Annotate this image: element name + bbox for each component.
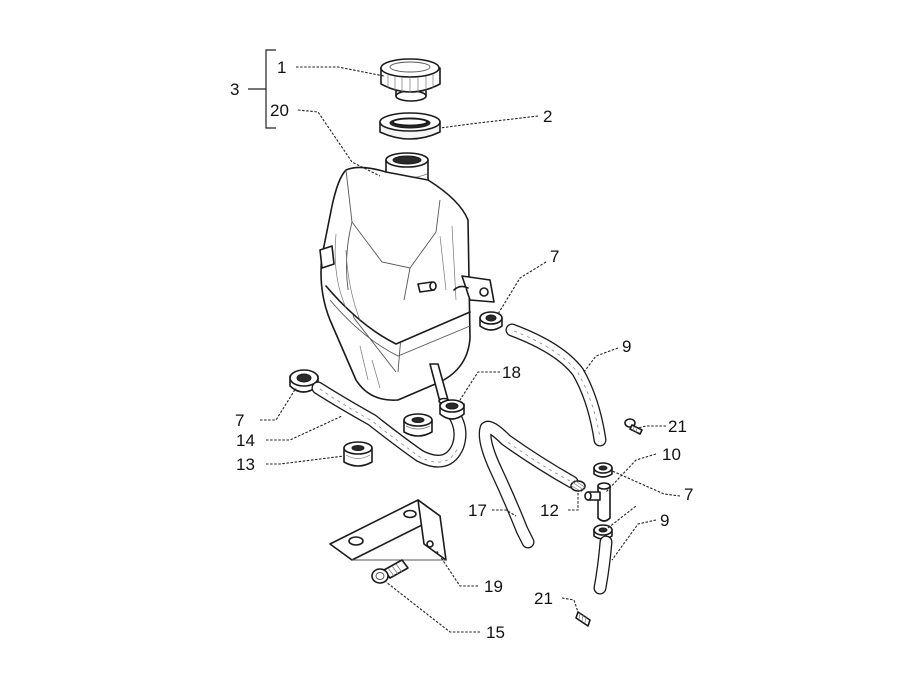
callout-19: 19 — [484, 577, 503, 596]
callout-10: 10 — [662, 445, 681, 464]
callout-12: 12 — [540, 501, 559, 520]
hose-right-upper — [505, 323, 607, 447]
leader-lines — [260, 66, 681, 633]
screw-21-upper — [624, 418, 643, 435]
t-connector — [584, 482, 611, 522]
bolt — [371, 559, 409, 584]
grommet-left — [289, 369, 319, 393]
sealing-ring — [379, 112, 441, 140]
callout-13: 13 — [236, 455, 255, 474]
callout-9-upper: 9 — [622, 337, 631, 356]
callout-9-lower: 9 — [660, 511, 669, 530]
callout-15: 15 — [486, 623, 505, 642]
assembly-bracket — [248, 49, 276, 129]
callout-labels: 1 2 3 20 7 9 18 7 21 14 13 10 7 12 17 9 … — [230, 58, 693, 642]
callout-14: 14 — [236, 431, 255, 450]
grommet-right-upper — [593, 462, 613, 478]
screw-21-lower — [575, 611, 591, 627]
callout-21-lower: 21 — [534, 589, 553, 608]
callout-7-right: 7 — [684, 485, 693, 504]
callout-20: 20 — [270, 101, 289, 120]
callout-2: 2 — [543, 107, 552, 126]
callout-3: 3 — [230, 80, 239, 99]
expansion-tank — [319, 152, 495, 405]
hose-clamp — [439, 399, 465, 420]
callout-7-left: 7 — [235, 411, 244, 430]
callout-1: 1 — [277, 58, 286, 77]
hose-17 — [478, 420, 579, 549]
callout-21-upper: 21 — [668, 417, 687, 436]
rubber-mount-middle — [403, 413, 433, 437]
filler-cap — [380, 58, 441, 102]
bracket-plate — [329, 499, 447, 561]
rubber-mount — [343, 441, 373, 467]
hose-right-lower — [593, 535, 613, 595]
spring-clip — [569, 479, 587, 493]
grommet-top — [479, 311, 503, 331]
callout-17: 17 — [468, 501, 487, 520]
callout-18: 18 — [502, 363, 521, 382]
callout-7-tank: 7 — [550, 247, 559, 266]
hose-14 — [311, 381, 467, 468]
